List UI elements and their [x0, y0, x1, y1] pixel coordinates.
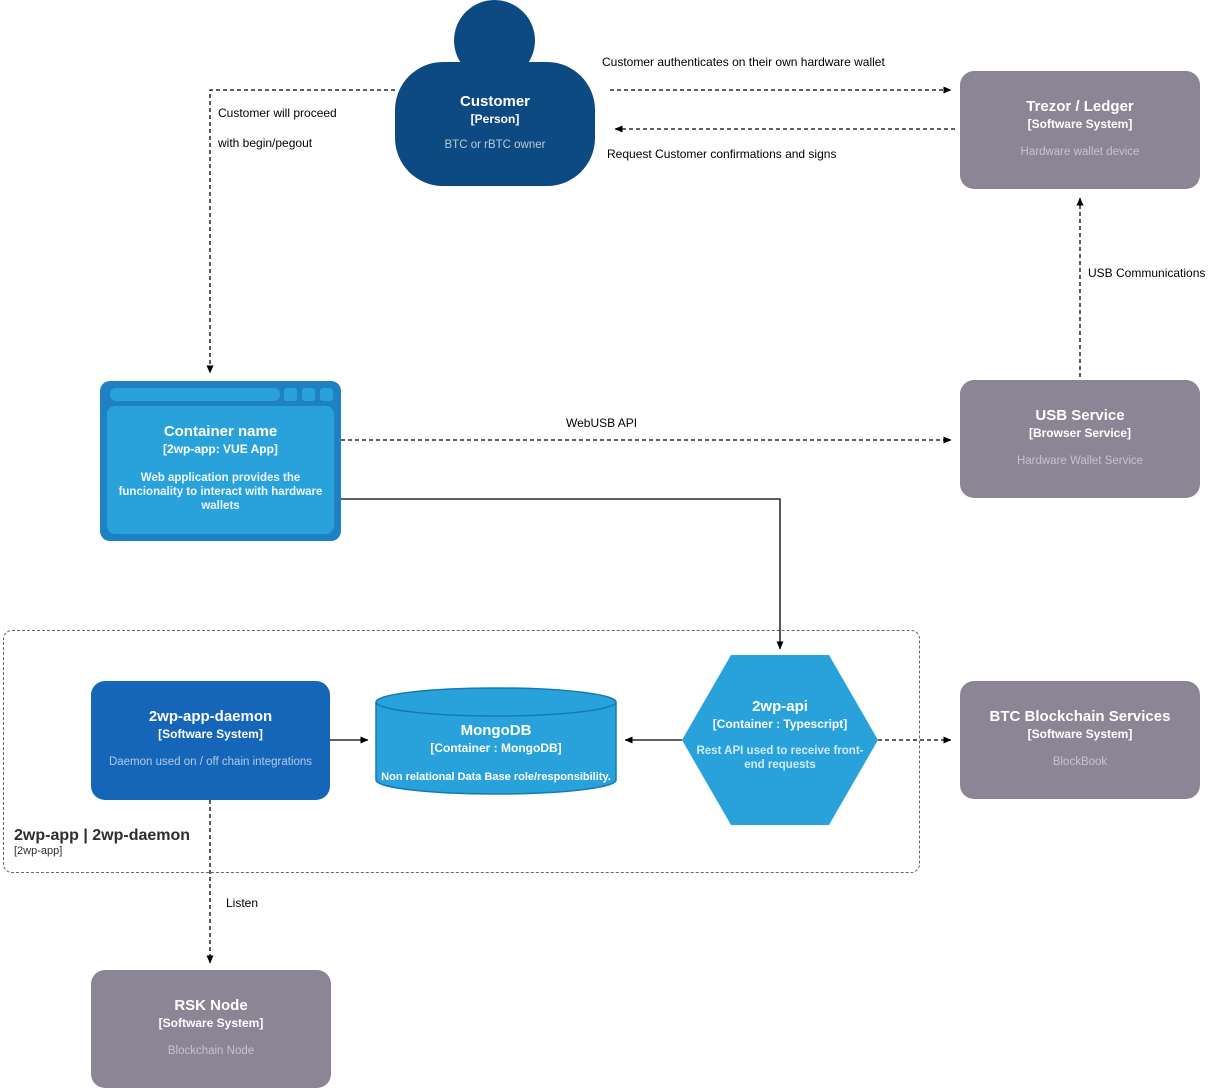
node-description: Rest API used to receive front-end reque…: [696, 745, 864, 771]
node-title: 2wp-app-daemon: [148, 708, 273, 725]
browser-button-icon: [284, 388, 297, 401]
edge-container-to-api: [341, 498, 784, 650]
node-title: RSK Node: [174, 997, 248, 1014]
node-description: Blockchain Node: [167, 1045, 255, 1057]
node-title: USB Service: [1035, 407, 1125, 424]
browser-address-bar-icon: [110, 388, 280, 401]
edge-label-proceed-1: Customer will proceed: [218, 106, 337, 120]
browser-button-icon: [320, 388, 333, 401]
node-title: BTC Blockchain Services: [989, 708, 1171, 725]
node-description: BlockBook: [1052, 756, 1108, 768]
node-2wp-app-daemon[interactable]: 2wp-app-daemon [Software System] Daemon …: [91, 681, 330, 800]
node-description: Hardware wallet device: [1020, 146, 1140, 158]
node-btc-blockchain-services[interactable]: BTC Blockchain Services [Software System…: [960, 681, 1200, 799]
node-subtitle: [Browser Service]: [1028, 426, 1132, 440]
node-mongodb[interactable]: MongoDB [Container : MongoDB] Non relati…: [374, 686, 618, 796]
edge-label-webusb: WebUSB API: [566, 416, 638, 430]
node-container-2wp-app[interactable]: Container name [2wp-app: VUE App] Web ap…: [100, 381, 341, 541]
boundary-title: 2wp-app | 2wp-daemon: [14, 827, 191, 844]
node-customer[interactable]: Customer [Person] BTC or rBTC owner: [395, 62, 595, 186]
node-subtitle: [Person]: [470, 112, 520, 126]
node-trezor-ledger[interactable]: Trezor / Ledger [Software System] Hardwa…: [960, 71, 1200, 189]
node-usb-service[interactable]: USB Service [Browser Service] Hardware W…: [960, 380, 1200, 498]
node-title: Trezor / Ledger: [1026, 98, 1134, 115]
node-title: Container name: [163, 423, 278, 440]
node-subtitle: [Software System]: [1027, 727, 1133, 741]
node-subtitle: [Software System]: [158, 727, 263, 741]
browser-button-icon: [302, 388, 315, 401]
node-subtitle: [Software System]: [158, 1016, 264, 1030]
browser-content: Container name [2wp-app: VUE App] Web ap…: [107, 406, 334, 534]
edge-customer-proceed: [206, 89, 395, 374]
node-title: MongoDB: [460, 722, 532, 739]
node-description: Daemon used on / off chain integrations: [108, 756, 313, 768]
node-description: Hardware Wallet Service: [1016, 455, 1144, 467]
boundary-subtitle: [2wp-app]: [14, 845, 63, 857]
node-rsk-node[interactable]: RSK Node [Software System] Blockchain No…: [91, 970, 331, 1088]
node-2wp-api[interactable]: 2wp-api [Container : Typescript] Rest AP…: [682, 655, 878, 825]
node-title: Customer: [459, 93, 530, 110]
edge-label-authenticates: Customer authenticates on their own hard…: [602, 55, 885, 69]
edge-label-proceed-2: with begin/pegout: [218, 136, 313, 150]
node-description: Web application provides the funcionalit…: [118, 472, 323, 512]
node-subtitle: [Container : Typescript]: [712, 717, 848, 731]
edge-label-usb-comm: USB Communications: [1088, 266, 1206, 280]
node-title: 2wp-api: [752, 698, 808, 715]
node-subtitle: [Container : MongoDB]: [430, 741, 562, 755]
node-subtitle: [Software System]: [1027, 117, 1133, 131]
node-subtitle: [2wp-app: VUE App]: [163, 442, 278, 456]
cylinder-text: MongoDB [Container : MongoDB] Non relati…: [374, 722, 618, 784]
cylinder-icon: [375, 687, 617, 795]
node-description: Non relational Data Base role/responsibi…: [381, 771, 611, 783]
edge-label-listen: Listen: [226, 896, 259, 910]
node-description: BTC or rBTC owner: [444, 139, 546, 151]
boundary-label: 2wp-app | 2wp-daemon [2wp-app]: [14, 827, 190, 858]
edge-label-request: Request Customer confirmations and signs: [607, 147, 837, 161]
